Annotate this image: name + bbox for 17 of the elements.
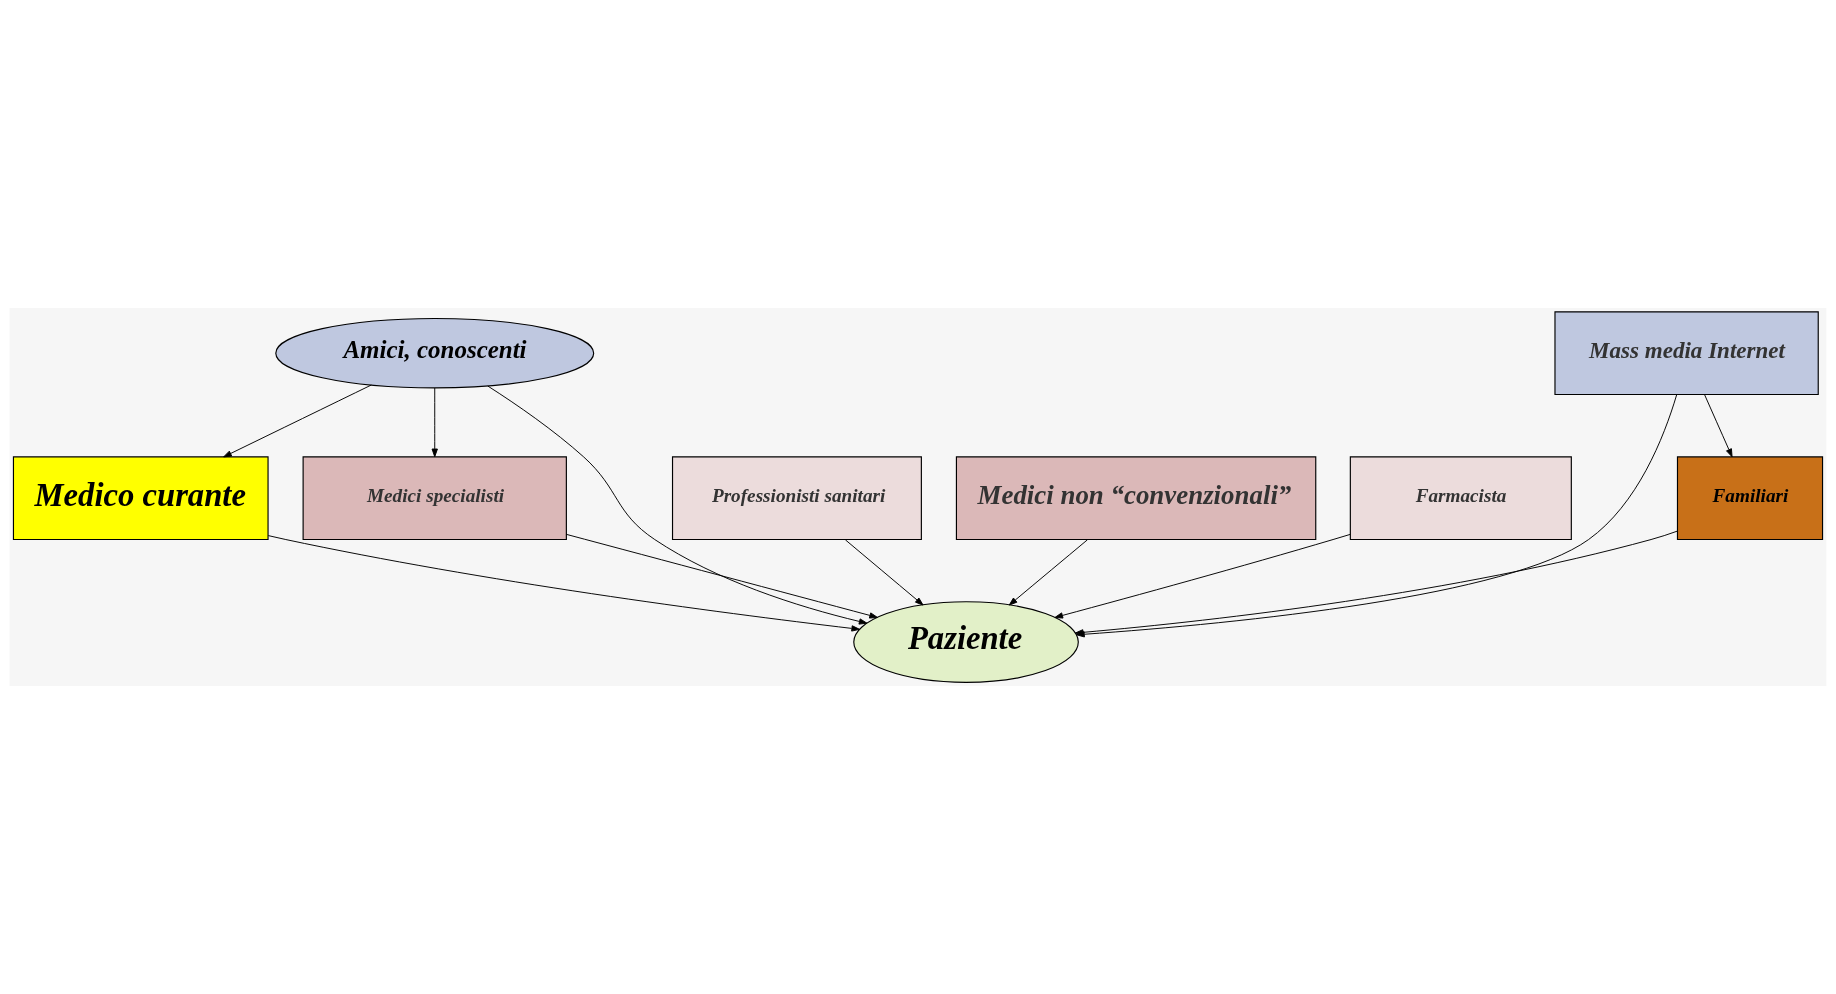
arrow [487,385,868,625]
node-box: Medici non “convenzionali” [955,456,1317,541]
node-ellipse: Amici, conoscenti [275,317,595,389]
arrow [431,387,438,458]
arrow [844,539,924,606]
arrow [1008,539,1088,606]
node-box: Mass media Internet [1554,311,1819,396]
arrow [223,384,372,458]
arrow [267,535,861,632]
node-box: Familiari [1676,456,1824,541]
arrow [1704,394,1733,458]
node-box: Medico curante [12,456,269,541]
arrow [565,533,878,619]
node-box: Farmacista [1349,456,1572,541]
arrow [1054,533,1351,619]
node-box: Professionisti sanitari [671,456,922,541]
node-box: Medici specialisti [302,456,567,541]
